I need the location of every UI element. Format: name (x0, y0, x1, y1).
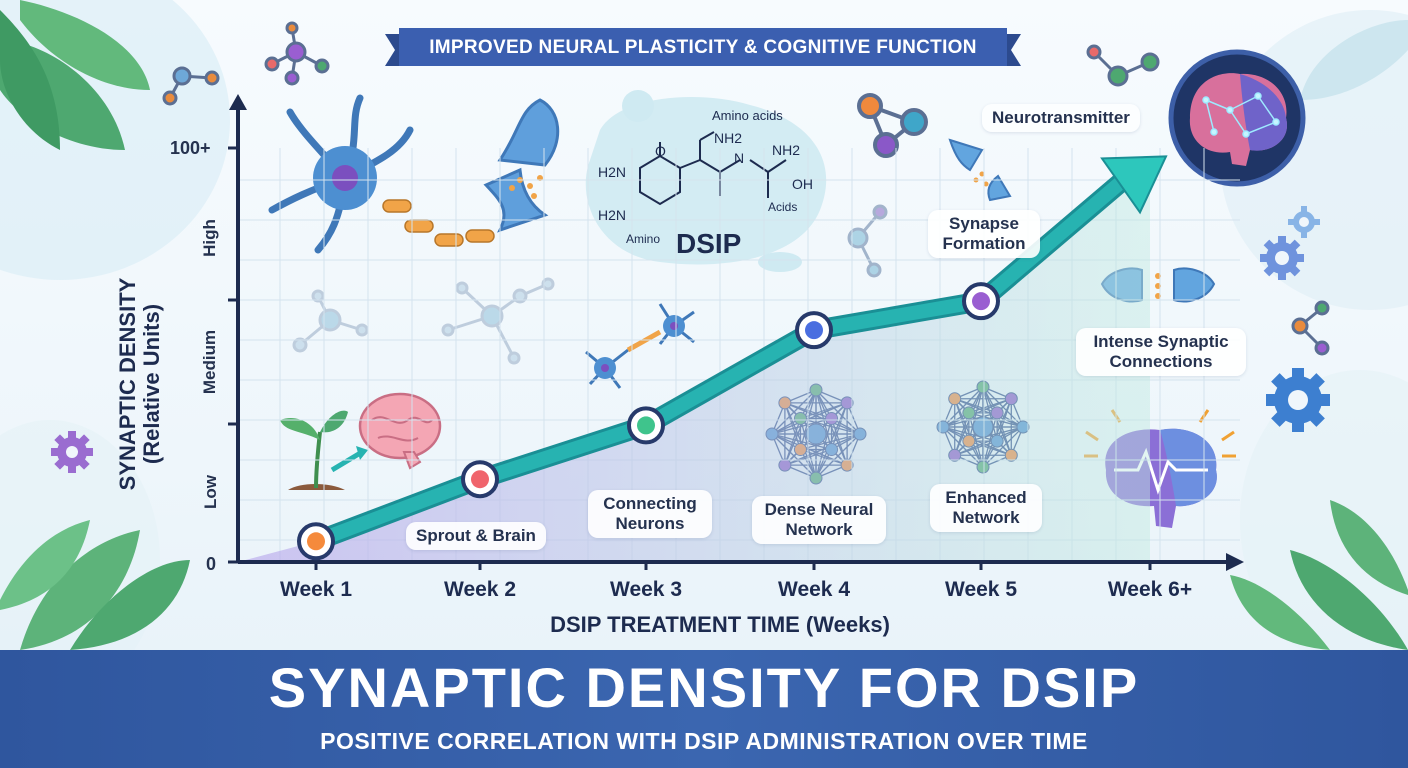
molecule-label: Amino acids (712, 108, 783, 123)
molecule-icon (292, 289, 369, 353)
footer-band (0, 650, 1408, 768)
area-fill (238, 160, 1150, 563)
molecule-label: OH (792, 176, 813, 192)
x-tick-label: Week 5 (945, 578, 1017, 601)
molecule-label: Amino (626, 232, 661, 246)
annotation-dense: Dense Neural Network (752, 496, 886, 544)
series-area (238, 160, 1150, 563)
header-banner: IMPROVED NEURAL PLASTICITY & COGNITIVE F… (429, 37, 977, 58)
y-tick-top: 100+ (170, 138, 211, 158)
molecule-label: O (655, 143, 666, 159)
x-axis-title: DSIP TREATMENT TIME (Weeks) (550, 612, 890, 637)
series-arrowhead (1100, 155, 1168, 215)
y-level-medium: Medium (200, 329, 219, 395)
annotation-enhanced: Enhanced Network (930, 484, 1042, 532)
molecule-icon (1086, 44, 1160, 87)
annotation-sprout: Sprout & Brain (406, 522, 546, 550)
molecule-name: DSIP (676, 228, 742, 259)
header-banner-shape (385, 28, 1021, 66)
molecule-label: Acids (768, 200, 798, 214)
annotation-neurotransmitter: Neurotransmitter (982, 104, 1140, 132)
molecule-label: NH2 (714, 130, 743, 146)
leaf-icon (0, 0, 150, 150)
leaf-icon (0, 520, 190, 650)
molecule-icon (857, 93, 928, 158)
molecule-label: H2N (598, 207, 627, 223)
synapse-icon (948, 138, 1012, 202)
y-axis-arrow (229, 94, 247, 110)
data-point (627, 406, 665, 445)
x-tick-label: Week 2 (444, 578, 516, 601)
neuron-icon (268, 94, 560, 254)
molecule-icon (162, 66, 220, 106)
molecule-label: N (734, 150, 745, 166)
x-axis-arrow (1226, 553, 1244, 571)
molecule-label: NH2 (772, 142, 801, 158)
gear-icon (1288, 206, 1320, 238)
x-tick-label: Week 3 (610, 578, 682, 601)
data-point (962, 282, 1000, 321)
molecule-icon (1291, 300, 1330, 356)
x-tick-label: Week 6+ (1107, 578, 1193, 601)
chart-axes (228, 94, 1244, 571)
molecule-icon (639, 131, 787, 206)
leaf-icon (1230, 20, 1408, 650)
y-tick-zero: 0 (206, 554, 217, 574)
chart-title: SYNAPTIC DENSITY FOR DSIP (268, 656, 1140, 719)
data-point (297, 522, 335, 561)
data-point (795, 311, 833, 350)
y-level-low: Low (201, 475, 220, 509)
data-point (461, 460, 499, 499)
series-line (309, 176, 1127, 549)
molecule-icon (264, 21, 330, 86)
molecule-icon (847, 204, 888, 278)
molecule-label: H2N (598, 164, 627, 180)
annotation-synapse: Synapse Formation (928, 210, 1040, 258)
data-markers (297, 282, 1000, 561)
series-line (306, 155, 1168, 552)
y-level-high: High (200, 219, 219, 257)
molecule-icon (441, 277, 555, 365)
annotation-intense: Intense Synaptic Connections (1076, 328, 1246, 376)
sprout-icon (280, 410, 368, 490)
chart-subtitle: POSITIVE CORRELATION WITH DSIP ADMINISTR… (320, 728, 1088, 754)
y-axis-title: SYNAPTIC DENSITY (Relative Units) (115, 277, 164, 491)
x-tick-label: Week 1 (280, 578, 352, 601)
x-tick-label: Week 4 (778, 578, 850, 601)
annotation-connecting: Connecting Neurons (588, 490, 712, 538)
